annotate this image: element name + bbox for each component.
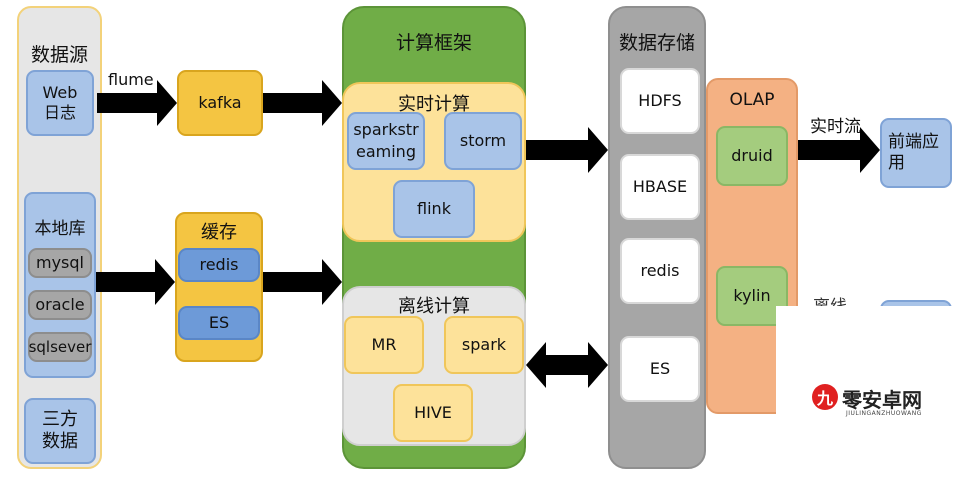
db-item-oracle[interactable]: oracle [28, 290, 92, 320]
cache-item-redis[interactable]: redis [178, 248, 260, 282]
storage-item-hbase[interactable]: HBASE [620, 154, 700, 220]
watermark-logo: 九 [812, 384, 838, 410]
web-log-label: Web 日志 [42, 83, 78, 122]
realtime-item-storm[interactable]: storm [444, 112, 522, 170]
arrow-localdb-cache [96, 259, 175, 305]
third-party-box[interactable]: 三方 数据 [24, 398, 96, 464]
web-log-box[interactable]: Web 日志 [26, 70, 94, 136]
frontend-box[interactable]: 前端应 用 [880, 118, 952, 188]
watermark-text: 零安卓网 [842, 388, 922, 412]
realtime-item-flink[interactable]: flink [393, 180, 475, 238]
realtime-title: 实时计算 [398, 94, 470, 115]
offline-title: 离线计算 [398, 296, 470, 317]
storage-item-es[interactable]: ES [620, 336, 700, 402]
olap-item-druid[interactable]: druid [716, 126, 788, 186]
realtime-flow-label: 实时流 [810, 117, 861, 137]
offline-item-mr[interactable]: MR [344, 316, 424, 374]
third-party-label: 三方 数据 [42, 408, 78, 453]
db-item-mysql[interactable]: mysql [28, 248, 92, 278]
arrow-weblog-kafka [97, 80, 177, 126]
storage-item-hdfs[interactable]: HDFS [620, 68, 700, 134]
compute-title: 计算框架 [395, 32, 472, 54]
cache-title: 缓存 [201, 222, 237, 243]
realtime-item-sparkstreaming[interactable]: sparkstr eaming [347, 112, 425, 170]
watermark-subtext: JIULINGANZHUOWANG [846, 410, 922, 417]
arrow-offline-storage [526, 342, 608, 388]
watermark-overlay [776, 306, 969, 416]
arrow-realtime-storage [526, 127, 608, 173]
storage-title: 数据存储 [618, 32, 695, 54]
flume-label: flume [108, 70, 154, 89]
arrow-kafka-realtime [263, 80, 342, 126]
olap-item-kylin[interactable]: kylin [716, 266, 788, 326]
local-db-title: 本地库 [34, 219, 86, 239]
offline-item-spark[interactable]: spark [444, 316, 524, 374]
frontend-label: 前端应 用 [888, 131, 939, 173]
db-item-sqlsever[interactable]: sqlsever [28, 332, 92, 362]
arrow-druid-frontend [798, 127, 880, 173]
sources-title: 数据源 [30, 44, 88, 66]
storage-item-redis[interactable]: redis [620, 238, 700, 304]
arrow-cache-compute [263, 259, 342, 305]
olap-title: OLAP [729, 90, 775, 110]
kafka-box[interactable]: kafka [177, 70, 263, 136]
offline-item-hive[interactable]: HIVE [393, 384, 473, 442]
cache-item-es[interactable]: ES [178, 306, 260, 340]
